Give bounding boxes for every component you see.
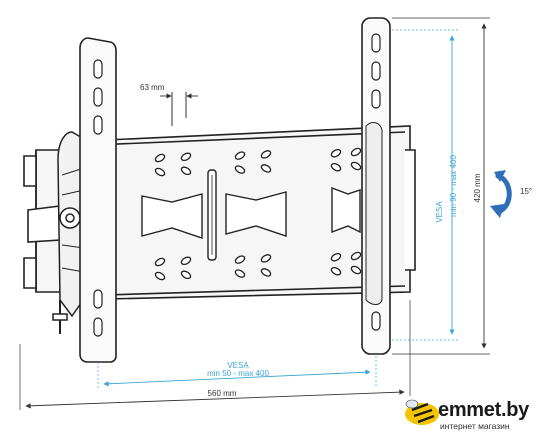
vesa-horizontal-range: min 50 - max 400 [207,369,269,378]
mounting-hole [350,265,362,275]
wall-plate [23,125,416,301]
mounting-hole [234,255,246,264]
offset-dimension: 63 mm [140,83,198,126]
height-dimension: 420 mm [392,17,490,355]
tilt-arrow-icon: 15° [490,170,532,218]
mounting-hole [234,165,246,174]
right-vertical-arm [361,17,391,355]
arm-slot [93,59,103,79]
arm-slot [371,61,381,81]
mounting-hole [180,256,192,266]
arm-slot [93,289,103,309]
mounting-hole [154,153,166,163]
arm-slot [93,115,103,135]
left-tilt-bracket [52,131,87,334]
mounting-hole [330,266,342,276]
emmet-logo-icon [405,399,439,425]
arm-slot [93,87,103,107]
mounting-hole [350,147,362,157]
mounting-hole [350,251,362,261]
mounting-hole [180,152,192,162]
mounting-hole [154,257,166,267]
arm-slot [371,311,381,331]
vesa-horizontal-dimension: VESA min 50 - max 400 [97,356,377,388]
mounting-hole [330,252,342,262]
mounting-hole [330,148,342,158]
vesa-vertical-title: VESA [435,201,444,223]
mounting-hole [260,268,272,277]
arm-slot [371,89,381,109]
width-label: 560 mm [208,389,237,398]
mounting-hole [260,254,272,263]
mounting-hole [180,166,192,176]
offset-label: 63 mm [140,83,165,92]
bowtie-cutouts [141,186,361,239]
arm-slot [371,33,381,53]
mounting-holes [154,147,362,281]
left-vertical-arm [79,37,117,363]
tilt-label: 15° [520,187,532,196]
mounting-hole [154,271,166,281]
vesa-vertical-range: min 90 - max 400 [449,155,458,217]
height-label: 420 mm [473,173,482,202]
vesa-vertical-dimension: VESA min 90 - max 400 [392,29,460,341]
mounting-hole [260,164,272,173]
arm-slot [93,317,103,337]
store-logo[interactable]: emmet.by интернет магазин [398,396,548,436]
mounting-hole [180,270,192,280]
mounting-hole [330,162,342,172]
logo-subtitle: интернет магазин [440,421,510,431]
vesa-horizontal-title: VESA [227,361,249,370]
mounting-hole [260,150,272,159]
logo-name: emmet.by [438,399,529,421]
width-dimension: 560 mm [19,300,411,410]
mounting-hole [350,161,362,171]
mounting-hole [154,167,166,177]
mounting-hole [234,151,246,160]
mounting-hole [234,269,246,278]
center-slot [207,169,217,261]
